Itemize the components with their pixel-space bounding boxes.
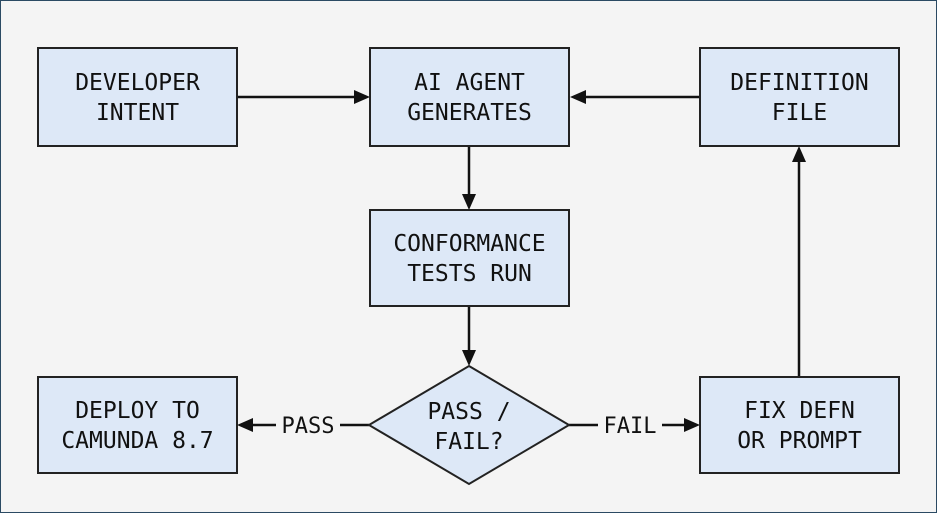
- node-developer-intent: DEVELOPER INTENT: [37, 47, 238, 147]
- node-ai-agent-line1: AI AGENT: [414, 70, 525, 96]
- edge-fix-to-definition: [792, 146, 806, 376]
- node-developer-intent-line2: INTENT: [96, 100, 179, 126]
- edge-decision-fail: FAIL: [569, 414, 700, 439]
- node-developer-intent-line1: DEVELOPER: [75, 70, 200, 96]
- node-definition-file-line1: DEFINITION: [730, 70, 868, 96]
- pass-label: PASS: [282, 414, 335, 439]
- node-deploy-line1: DEPLOY TO: [75, 398, 200, 424]
- node-conformance-tests: CONFORMANCE TESTS RUN: [369, 209, 570, 307]
- edge-decision-pass: PASS: [237, 414, 369, 439]
- node-fix-line2: OR PROMPT: [737, 428, 862, 454]
- edge-conformance-to-decision: [462, 306, 476, 366]
- edge-agent-to-conformance: [462, 147, 476, 210]
- node-definition-file-line2: FILE: [772, 100, 827, 126]
- edge-intent-to-agent: [237, 90, 370, 104]
- node-deploy-line2: CAMUNDA 8.7: [61, 428, 213, 454]
- node-fix: FIX DEFN OR PROMPT: [699, 376, 900, 474]
- node-decision-line2: FAIL?: [434, 429, 503, 455]
- fail-label: FAIL: [604, 414, 657, 439]
- edge-definition-to-agent: [570, 90, 700, 104]
- node-conformance-line1: CONFORMANCE: [393, 231, 545, 257]
- node-definition-file: DEFINITION FILE: [699, 47, 900, 147]
- node-deploy: DEPLOY TO CAMUNDA 8.7: [37, 376, 238, 474]
- node-decision: PASS / FAIL?: [367, 364, 571, 486]
- node-decision-line1: PASS /: [427, 399, 510, 425]
- node-fix-line1: FIX DEFN: [744, 398, 855, 424]
- node-ai-agent-line2: GENERATES: [407, 100, 532, 126]
- node-conformance-line2: TESTS RUN: [407, 261, 532, 287]
- node-ai-agent: AI AGENT GENERATES: [369, 47, 570, 147]
